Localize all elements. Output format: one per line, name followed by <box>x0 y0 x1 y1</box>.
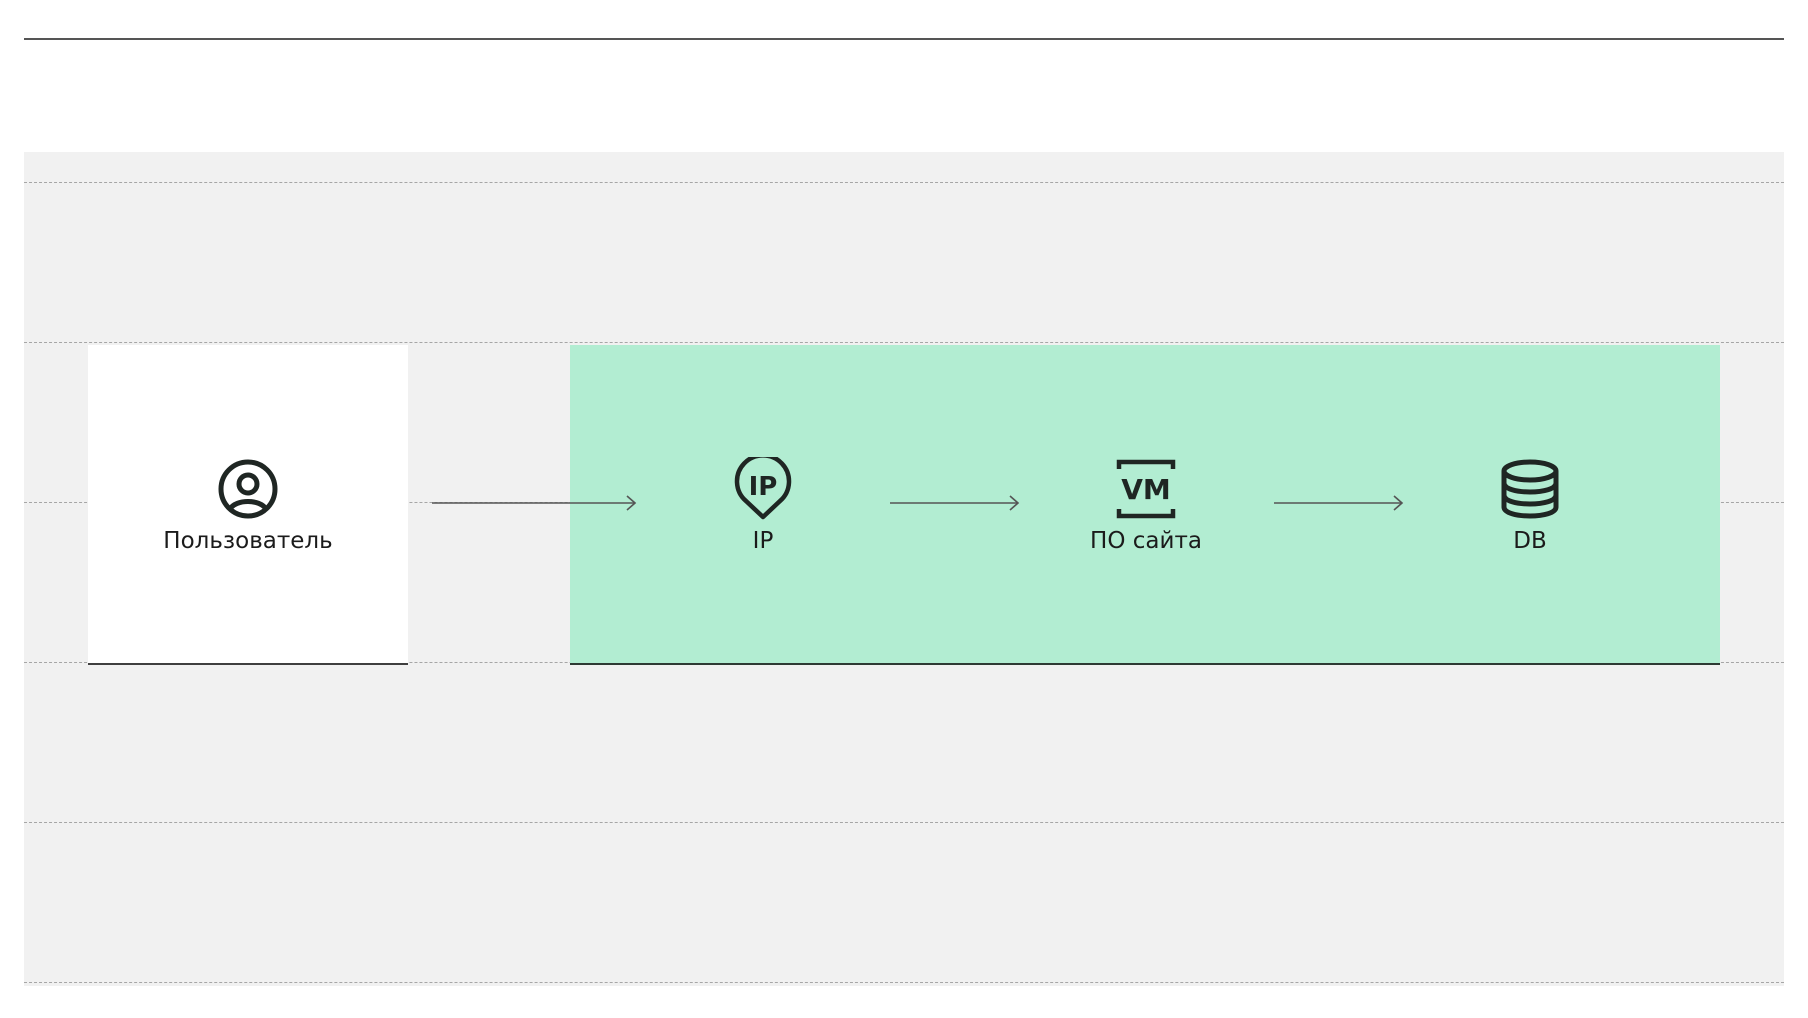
svg-text:VM: VM <box>1121 473 1171 506</box>
database-icon <box>1501 459 1559 519</box>
grid-line <box>24 342 1784 343</box>
node-label-db: DB <box>1513 528 1547 554</box>
node-label-user: Пользователь <box>163 528 333 554</box>
grid-line <box>24 822 1784 823</box>
top-divider <box>24 38 1784 40</box>
vm-icon: VM <box>1116 459 1176 519</box>
diagram-canvas: Пользователь IP IP VM ПО сайта <box>24 152 1784 986</box>
node-db[interactable]: DB <box>1430 457 1630 555</box>
svg-text:IP: IP <box>749 472 778 502</box>
grid-line <box>24 982 1784 983</box>
ip-pin-icon: IP <box>734 457 792 520</box>
node-label-ip: IP <box>752 528 774 554</box>
node-ip[interactable]: IP IP <box>663 457 863 555</box>
node-site-software[interactable]: VM ПО сайта <box>1046 457 1246 555</box>
user-container[interactable] <box>88 345 408 665</box>
node-user[interactable]: Пользователь <box>148 457 348 555</box>
user-circle-icon <box>218 459 278 519</box>
node-label-site-software: ПО сайта <box>1090 528 1202 554</box>
grid-line <box>24 182 1784 183</box>
